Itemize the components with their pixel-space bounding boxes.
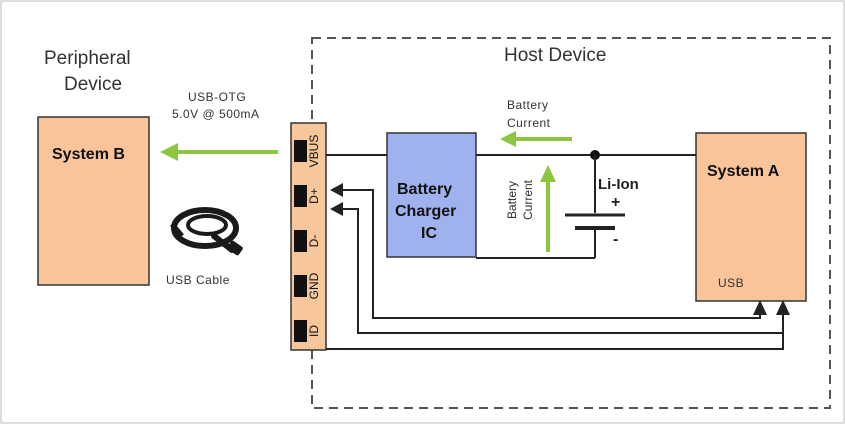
usb-cable-label: USB Cable [166, 273, 230, 287]
usb-otg-line1: USB-OTG [188, 90, 247, 104]
otg-power-arrowhead [160, 143, 178, 161]
vertical-current-label-line1: Battery [505, 181, 519, 219]
top-current-label-line1: Battery [507, 98, 549, 112]
charger-label-line1: Battery [397, 181, 453, 198]
battery-plus-sign: + [611, 194, 621, 211]
battery-minus-sign: - [613, 231, 619, 248]
top-current-label-line2: Current [507, 116, 551, 130]
system-b-label: System B [52, 146, 125, 163]
pin-dplus-pad [294, 185, 307, 207]
pin-vbus-pad [294, 140, 307, 162]
charger-label-line3: IC [421, 225, 437, 242]
dplus-arrowhead [330, 183, 343, 197]
battery-label: Li-Ion [598, 176, 639, 193]
pin-label-id: ID [307, 325, 321, 337]
host-title: Host Device [504, 45, 607, 66]
charge-current-arrowhead [540, 165, 556, 182]
system-a-usb-label: USB [718, 276, 745, 290]
dminus-arrowhead [330, 202, 343, 216]
dminus-arrowhead-a [776, 300, 790, 315]
pin-label-gnd: GND [307, 272, 321, 299]
peripheral-title-line1: Peripheral [44, 48, 131, 69]
peripheral-title-line2: Device [64, 74, 123, 95]
vertical-current-label-line2: Current [521, 179, 535, 220]
pin-dminus-pad [294, 230, 307, 252]
pin-label-dminus: D- [307, 235, 321, 248]
usb-otg-line2: 5.0V @ 500mA [172, 107, 260, 121]
pin-label-vbus: VBUS [307, 135, 321, 168]
charger-ic-box [386, 132, 477, 258]
charger-label-line2: Charger [395, 203, 457, 220]
pin-id-pad [294, 320, 307, 342]
pin-label-dplus: D+ [307, 188, 321, 204]
usb-cable-icon [170, 207, 243, 256]
dplus-arrowhead-a [753, 300, 767, 315]
id-wire [326, 333, 784, 350]
pin-gnd-pad [294, 275, 307, 297]
system-a-box [695, 132, 807, 302]
battery-current-arrowhead [500, 131, 516, 147]
system-a-label: System A [707, 163, 780, 180]
dminus-wire [342, 208, 784, 334]
system-b-box [37, 116, 150, 286]
